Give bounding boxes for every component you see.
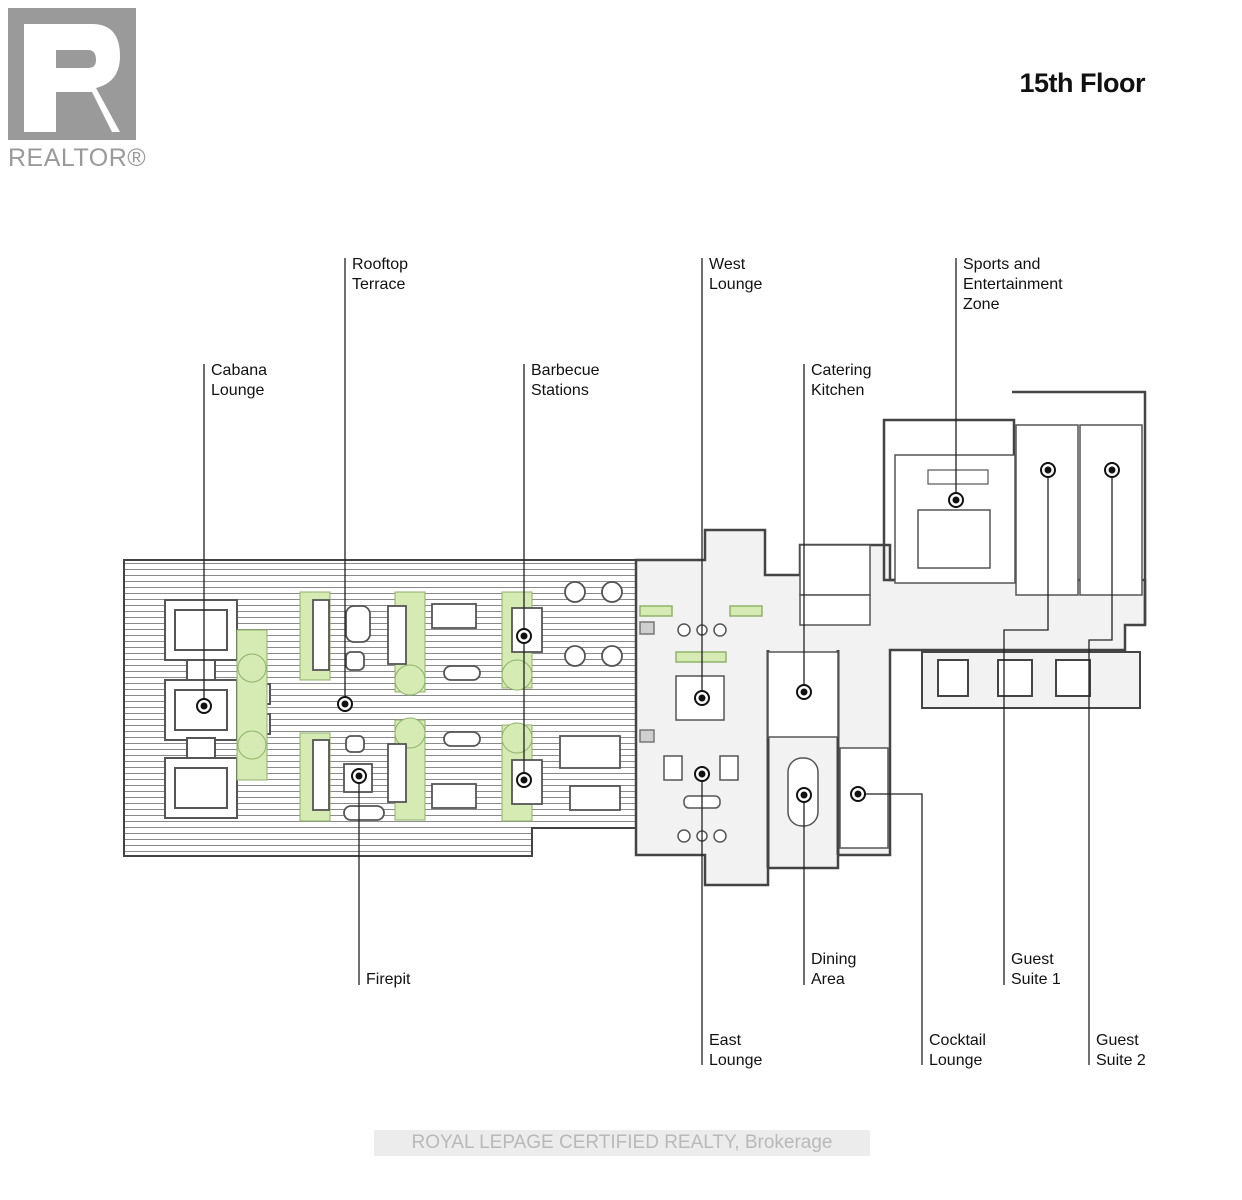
label-line: Suite 1: [1011, 971, 1061, 988]
interior-walls: [634, 390, 1147, 887]
floor-title: 15th Floor: [1019, 68, 1145, 98]
label-line: Lounge: [709, 1052, 763, 1069]
label-line: Stations: [531, 382, 589, 399]
label-east-lounge: East Lounge: [709, 1031, 762, 1071]
realtor-logo: REALTOR®: [6, 6, 146, 172]
label-line: Suite 2: [1096, 1052, 1146, 1069]
label-catering-kitchen: Catering Kitchen: [811, 361, 871, 401]
label-line: Rooftop: [352, 256, 409, 273]
label-firepit: Firepit: [366, 970, 410, 990]
label-guest-suite-1: Guest Suite 1: [1011, 950, 1061, 990]
leader-lines: [203, 258, 1113, 1065]
label-line: West: [709, 256, 746, 273]
label-barbecue-stations: Barbecue Stations: [531, 361, 600, 401]
label-line: Guest: [1011, 951, 1054, 968]
label-line: Area: [811, 971, 845, 988]
terrace-deck: [123, 559, 637, 857]
location-markers: [196, 462, 1120, 803]
label-sports-zone: Sports and Entertainment Zone: [963, 255, 1063, 315]
label-line: Lounge: [709, 276, 763, 293]
label-cabana-lounge: Cabana Lounge: [211, 361, 267, 401]
label-line: Kitchen: [811, 382, 865, 399]
label-line: East: [709, 1032, 742, 1049]
label-line: Terrace: [352, 276, 406, 293]
label-line: Catering: [811, 362, 872, 379]
label-line: Lounge: [929, 1052, 983, 1069]
label-line: Firepit: [366, 971, 411, 988]
realtor-logo-mark: [8, 8, 136, 140]
label-line: Sports and: [963, 256, 1041, 273]
label-guest-suite-2: Guest Suite 2: [1096, 1031, 1146, 1071]
label-line: Cabana: [211, 362, 268, 379]
label-dining-area: Dining Area: [811, 950, 856, 990]
label-line: Guest: [1096, 1032, 1139, 1049]
brokerage-watermark: ROYAL LEPAGE CERTIFIED REALTY, Brokerage: [374, 1130, 870, 1156]
label-rooftop-terrace: Rooftop Terrace: [352, 255, 408, 295]
label-line: Entertainment: [963, 276, 1063, 293]
label-cocktail-lounge: Cocktail Lounge: [929, 1031, 986, 1071]
label-line: Cocktail: [929, 1032, 986, 1049]
realtor-wordmark: REALTOR®: [8, 144, 147, 172]
label-line: Zone: [963, 296, 1000, 313]
label-line: Lounge: [211, 382, 265, 399]
label-line: Barbecue: [531, 362, 600, 379]
label-line: Dining: [811, 951, 857, 968]
label-west-lounge: West Lounge: [709, 255, 762, 295]
